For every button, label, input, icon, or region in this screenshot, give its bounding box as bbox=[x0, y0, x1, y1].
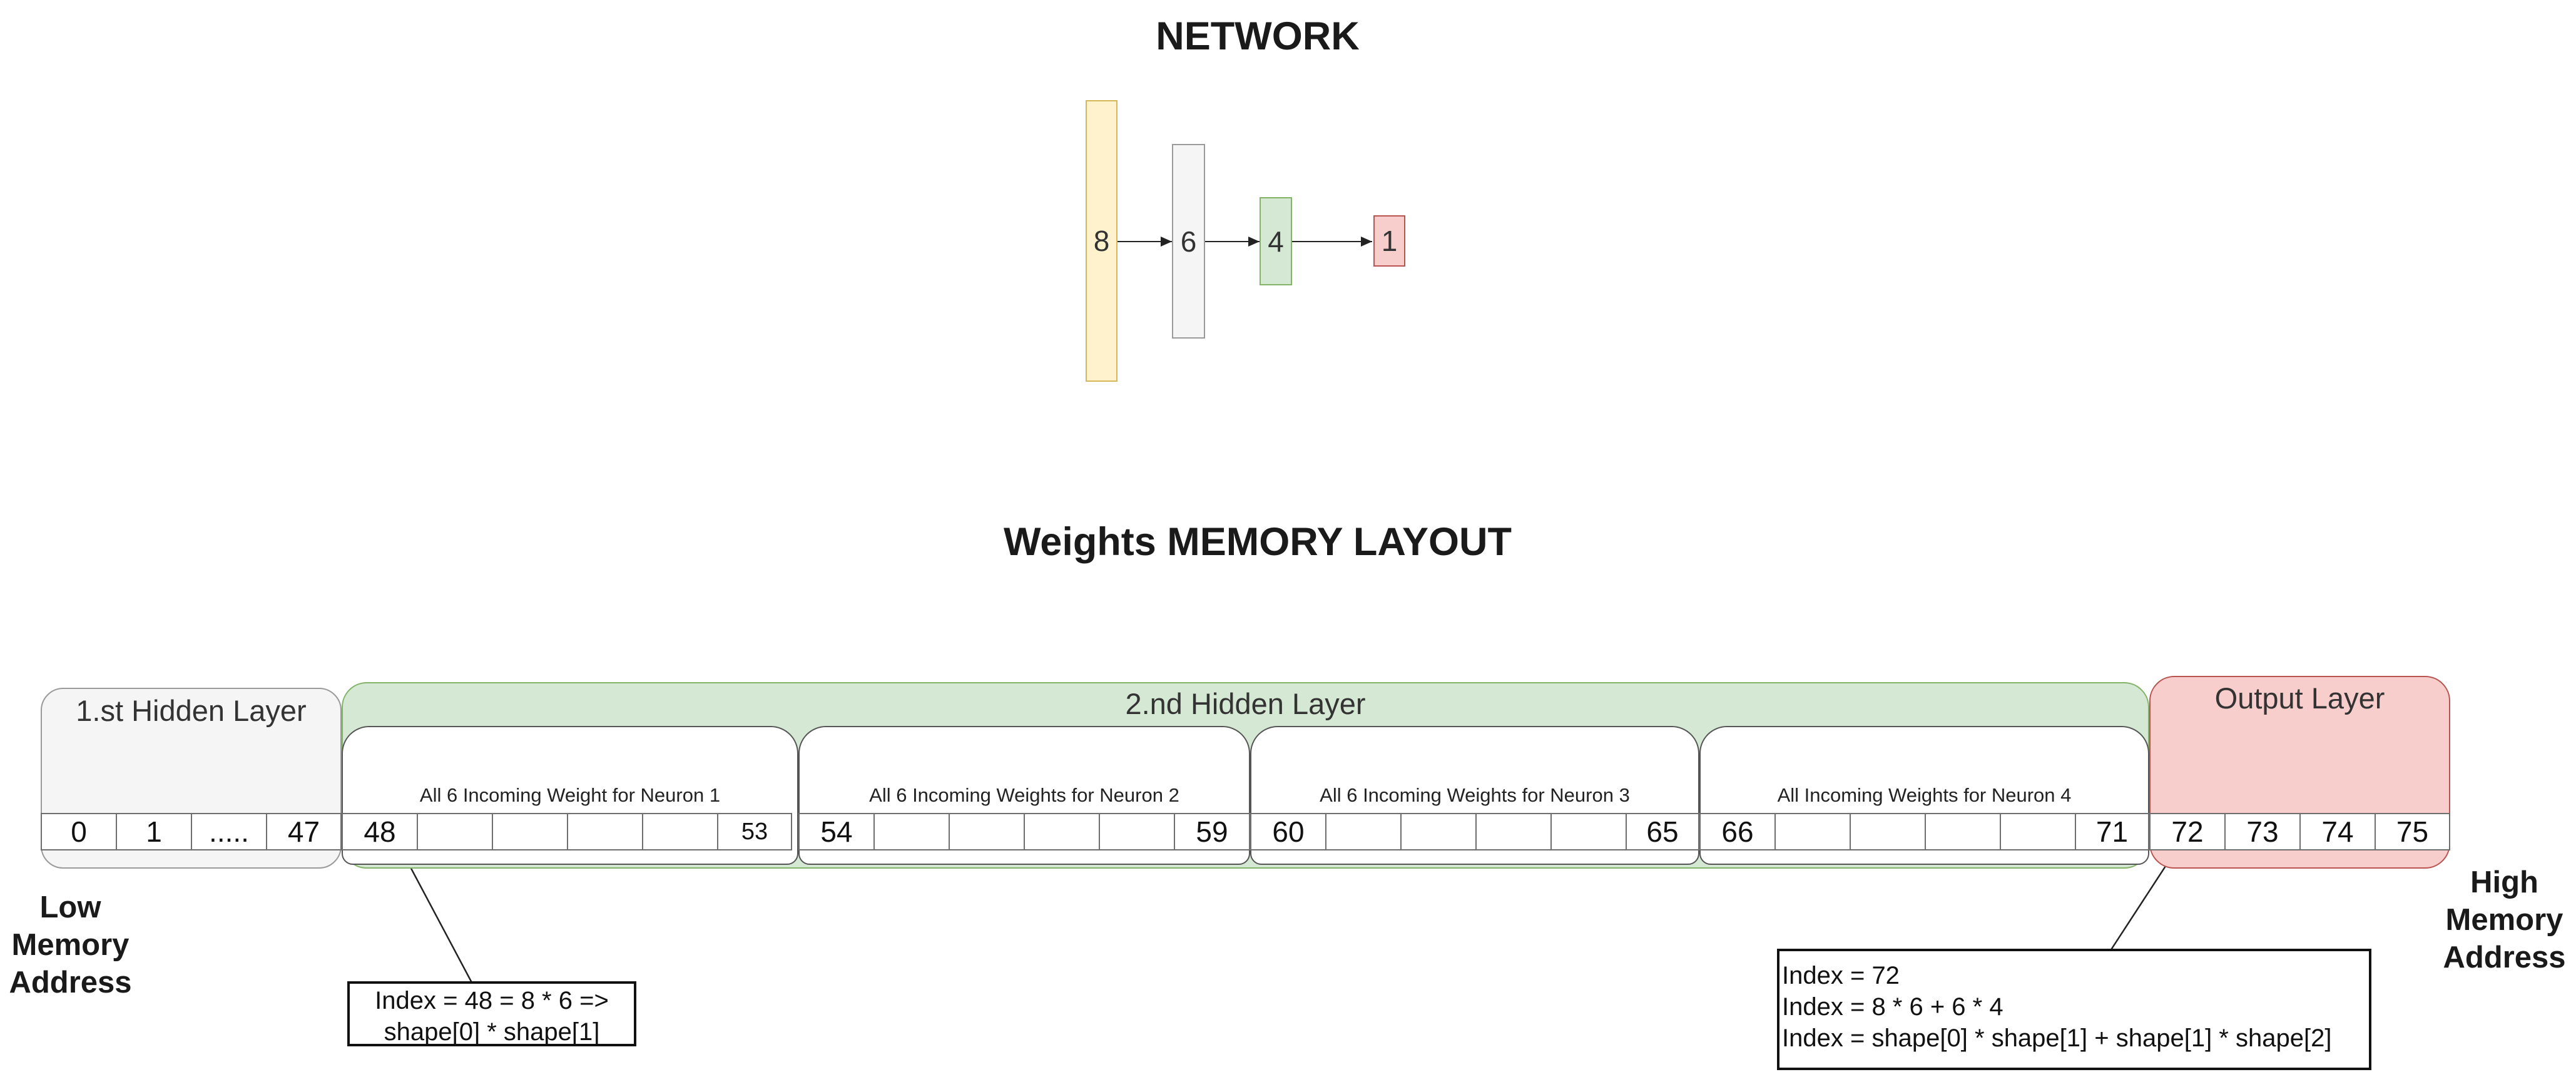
high-memory-address-label: High Memory Address bbox=[2434, 864, 2575, 976]
memory-cell bbox=[1400, 813, 1477, 850]
neuron-2-cells: 54 59 bbox=[798, 813, 1250, 850]
neuron-4-weights-label: All Incoming Weights for Neuron 4 bbox=[1777, 784, 2072, 806]
memory-cell: 66 bbox=[1699, 813, 1776, 850]
memory-cell bbox=[567, 813, 643, 850]
memory-cell bbox=[642, 813, 718, 850]
memory-cell bbox=[2000, 813, 2076, 850]
note-line: Index = 48 = 8 * 6 => bbox=[375, 987, 609, 1014]
memory-cell bbox=[873, 813, 950, 850]
high-label-line: Address bbox=[2443, 941, 2566, 974]
memory-cell bbox=[1475, 813, 1552, 850]
memory-cell: 72 bbox=[2149, 813, 2226, 850]
note-line: shape[0] * shape[1] bbox=[384, 1018, 600, 1046]
low-memory-address-label: Low Memory Address bbox=[0, 889, 141, 1001]
memory-cell: 1 bbox=[116, 813, 192, 850]
memory-layout-title: Weights MEMORY LAYOUT bbox=[1003, 520, 1512, 564]
memory-cell: 60 bbox=[1250, 813, 1326, 850]
output-layer-node: 1 bbox=[1373, 215, 1405, 267]
memory-cell bbox=[1774, 813, 1851, 850]
memory-cell: 75 bbox=[2375, 813, 2450, 850]
memory-cell bbox=[1099, 813, 1175, 850]
hidden-layer-1-node: 6 bbox=[1172, 144, 1205, 339]
input-layer-size: 8 bbox=[1093, 225, 1110, 257]
memory-cell bbox=[417, 813, 493, 850]
neuron-1-cells: 48 53 bbox=[342, 813, 792, 850]
memory-cell bbox=[949, 813, 1025, 850]
memory-cell: 71 bbox=[2075, 813, 2149, 850]
neuron-3-weights-label: All 6 Incoming Weights for Neuron 3 bbox=[1320, 784, 1630, 806]
memory-cell: 48 bbox=[342, 813, 418, 850]
index-72-note: Index = 72 Index = 8 * 6 + 6 * 4 Index =… bbox=[1777, 949, 2371, 1070]
input-layer-node: 8 bbox=[1086, 100, 1117, 382]
output-layer-label: Output Layer bbox=[2214, 681, 2385, 715]
network-title: NETWORK bbox=[1156, 14, 1360, 58]
memory-cell bbox=[1024, 813, 1100, 850]
memory-cell: 65 bbox=[1626, 813, 1699, 850]
note-line: Index = 72 bbox=[1782, 962, 1900, 989]
memory-cell: 47 bbox=[266, 813, 342, 850]
output-layer-size: 1 bbox=[1381, 225, 1398, 257]
low-label-line: Low bbox=[39, 891, 101, 924]
second-hidden-layer-label: 2.nd Hidden Layer bbox=[1125, 687, 1366, 720]
high-label-line: Memory bbox=[2445, 903, 2563, 937]
index-48-note: Index = 48 = 8 * 6 => shape[0] * shape[1… bbox=[347, 981, 636, 1046]
note-line: Index = shape[0] * shape[1] + shape[1] *… bbox=[1782, 1024, 2332, 1052]
memory-cell: 73 bbox=[2224, 813, 2301, 850]
high-label-line: High bbox=[2470, 865, 2538, 899]
neuron-1-weights-label: All 6 Incoming Weight for Neuron 1 bbox=[419, 784, 721, 806]
memory-cell: 0 bbox=[41, 813, 117, 850]
low-label-line: Memory bbox=[11, 928, 130, 962]
low-label-line: Address bbox=[9, 966, 132, 999]
memory-cell bbox=[1325, 813, 1402, 850]
memory-cell bbox=[1850, 813, 1926, 850]
hidden-layer-2-size: 4 bbox=[1268, 225, 1284, 258]
memory-cell: ..... bbox=[191, 813, 267, 850]
note-line: Index = 8 * 6 + 6 * 4 bbox=[1782, 993, 2003, 1021]
hidden-layer-2-node: 4 bbox=[1260, 197, 1292, 285]
memory-cell bbox=[492, 813, 568, 850]
neuron-4-cells: 66 71 bbox=[1699, 813, 2149, 850]
memory-cell: 74 bbox=[2299, 813, 2376, 850]
hidden-layer-1-size: 6 bbox=[1180, 225, 1197, 258]
memory-cell bbox=[1925, 813, 2001, 850]
first-hidden-cells: 0 1 ..... 47 bbox=[41, 813, 342, 850]
memory-cell: 54 bbox=[798, 813, 875, 850]
memory-cell: 53 bbox=[717, 813, 792, 850]
output-cells: 72 73 74 75 bbox=[2149, 813, 2450, 850]
first-hidden-layer-label: 1.st Hidden Layer bbox=[76, 694, 307, 727]
memory-cell bbox=[1550, 813, 1627, 850]
memory-cell: 59 bbox=[1174, 813, 1250, 850]
neuron-3-cells: 60 65 bbox=[1250, 813, 1699, 850]
neuron-2-weights-label: All 6 Incoming Weights for Neuron 2 bbox=[869, 784, 1179, 806]
